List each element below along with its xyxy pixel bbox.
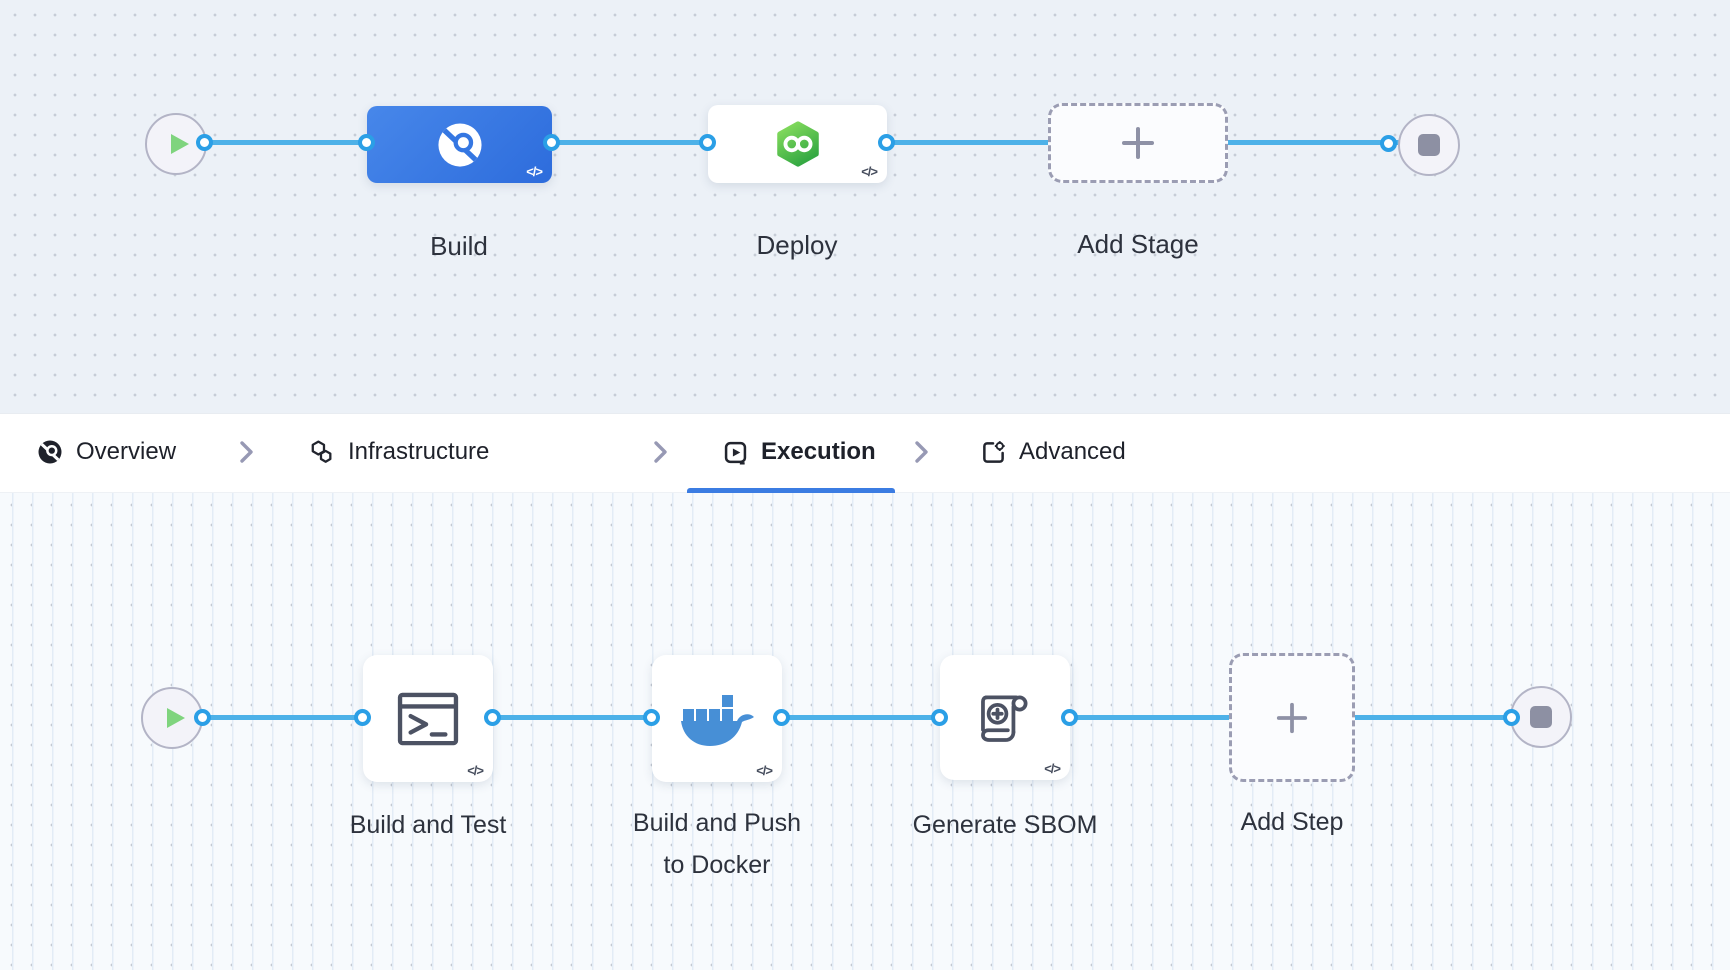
step-label-build-and-test: Build and Test (349, 811, 507, 839)
stage-card-build[interactable]: </> (367, 106, 552, 183)
overview-stage-icon (38, 440, 62, 464)
link-port[interactable] (1503, 709, 1520, 726)
stage-flow-canvas[interactable]: </> </> Bui (0, 0, 1730, 413)
step-yaml-badge[interactable]: </> (1044, 761, 1061, 776)
plus-icon (1276, 702, 1308, 733)
ci-build-stage-icon (437, 122, 482, 167)
chevron-right-icon (654, 441, 667, 463)
stage-yaml-badge[interactable]: </> (526, 164, 543, 179)
stop-icon (1418, 134, 1440, 156)
stage-label-deploy: Deploy (756, 230, 838, 260)
step-label-line: Build and Push (632, 809, 802, 837)
execution-icon (724, 441, 747, 465)
step-label-line: to Docker (663, 851, 771, 879)
connector-edge (552, 140, 708, 145)
pipeline-start-node[interactable] (145, 113, 207, 175)
add-step-button[interactable] (1229, 653, 1355, 782)
stage-label-add-stage: Add Stage (1077, 229, 1199, 259)
link-port[interactable] (1380, 135, 1397, 152)
link-port[interactable] (543, 134, 560, 151)
tab-advanced-label: Advanced (1019, 438, 1126, 465)
step-card-build-and-test[interactable]: </> (363, 655, 493, 782)
link-port[interactable] (699, 134, 716, 151)
step-flow-end-node[interactable] (1510, 686, 1572, 748)
connector-edge (203, 715, 363, 720)
connector-edge (205, 140, 367, 145)
execution-step-canvas[interactable]: </> </> (0, 493, 1730, 970)
link-port[interactable] (196, 134, 213, 151)
tab-overview-label: Overview (76, 438, 177, 465)
tab-advanced[interactable]: Advanced (981, 436, 1126, 468)
docker-icon (681, 694, 754, 746)
tab-overview[interactable]: Overview (37, 436, 176, 468)
link-port[interactable] (194, 709, 211, 726)
step-yaml-badge[interactable]: </> (467, 763, 484, 778)
chevron-right-icon (240, 441, 253, 463)
step-label-generate-sbom: Generate SBOM (912, 811, 1098, 839)
stage-card-deploy[interactable]: </> (708, 105, 887, 183)
step-label-add-step: Add Step (1240, 808, 1344, 836)
pipeline-end-node[interactable] (1398, 114, 1460, 176)
advanced-icon (983, 440, 1005, 463)
stage-label-build: Build (430, 231, 488, 261)
step-card-build-and-push-to-docker[interactable]: </> (652, 655, 782, 782)
link-port[interactable] (773, 709, 790, 726)
link-port[interactable] (484, 709, 501, 726)
link-port[interactable] (358, 134, 375, 151)
tab-execution-label: Execution (761, 438, 876, 465)
cd-deploy-stage-icon (776, 121, 819, 167)
play-icon (170, 134, 189, 154)
step-label-build-and-push-to-docker: Build and Push to Docker (567, 802, 867, 886)
add-stage-button[interactable] (1048, 103, 1228, 183)
stage-config-tabbar: Overview Infrastructure Execution (0, 413, 1730, 493)
link-port[interactable] (643, 709, 660, 726)
infrastructure-icon (311, 439, 332, 463)
stage-yaml-badge[interactable]: </> (861, 164, 878, 179)
link-port[interactable] (354, 709, 371, 726)
link-port[interactable] (1061, 709, 1078, 726)
tab-infrastructure[interactable]: Infrastructure (308, 436, 489, 468)
connector-edge (493, 715, 652, 720)
link-port[interactable] (878, 134, 895, 151)
link-port[interactable] (931, 709, 948, 726)
play-icon (166, 708, 185, 728)
step-yaml-badge[interactable]: </> (756, 763, 773, 778)
chevron-right-icon (915, 441, 928, 463)
tab-execution[interactable]: Execution (723, 436, 876, 468)
tab-infrastructure-label: Infrastructure (348, 438, 490, 465)
connector-edge (782, 715, 940, 720)
sbom-scroll-icon (981, 695, 1028, 742)
step-flow-start-node[interactable] (141, 687, 203, 749)
active-tab-underline (687, 488, 895, 493)
terminal-run-step-icon (397, 692, 459, 745)
plus-icon (1122, 127, 1154, 159)
step-card-generate-sbom[interactable]: </> (940, 655, 1070, 780)
stop-icon (1530, 706, 1552, 728)
